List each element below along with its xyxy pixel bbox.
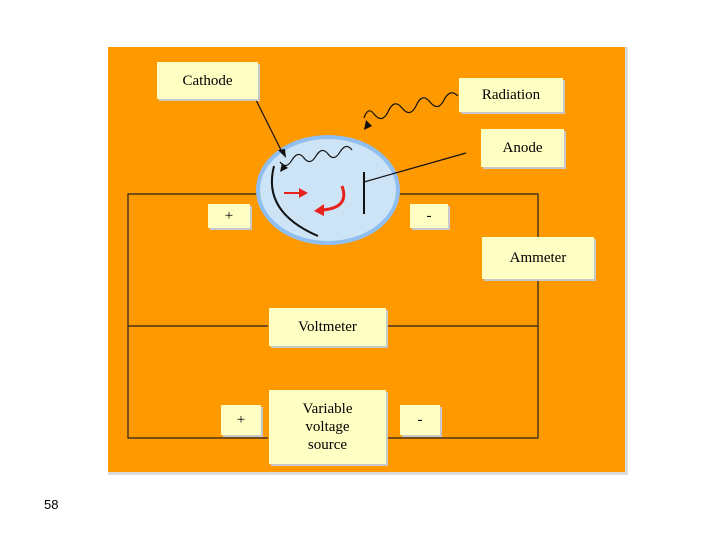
radiation-wave-incoming: [363, 92, 459, 120]
electron-arrow-curved-head: [314, 204, 324, 216]
cathode-label: Cathode: [157, 62, 258, 99]
vacuum-tube: [256, 135, 400, 245]
source-plus-terminal: +: [221, 405, 261, 435]
tube-minus-terminal: -: [410, 204, 448, 228]
variable-voltage-source-label: Variable voltage source: [269, 390, 386, 464]
cathode-pointer: [255, 99, 283, 153]
ammeter-label: Ammeter: [482, 237, 594, 279]
anode-lead: [363, 152, 467, 183]
tube-plus-terminal: +: [208, 204, 250, 228]
page-number: 58: [44, 497, 59, 512]
radiation-label: Radiation: [459, 78, 563, 112]
left-circuit-wire: [127, 193, 268, 439]
voltmeter-label: Voltmeter: [269, 308, 386, 346]
cathode-pointer-head: [278, 149, 286, 158]
anode-label: Anode: [481, 129, 564, 167]
source-line-3: source: [307, 437, 348, 453]
source-minus-terminal: -: [400, 405, 440, 435]
right-circuit-wire: [365, 193, 539, 439]
radiation-inside-arrow-head: [280, 163, 288, 172]
source-line-2: voltage: [305, 419, 350, 435]
radiation-wave-inside: [279, 145, 353, 167]
electron-arrow-straight-head: [299, 188, 308, 198]
source-line-1: Variable: [302, 401, 353, 417]
cathode-plate: [270, 165, 319, 237]
radiation-arrow-head: [364, 120, 372, 130]
electron-arrow-curved: [321, 185, 346, 212]
